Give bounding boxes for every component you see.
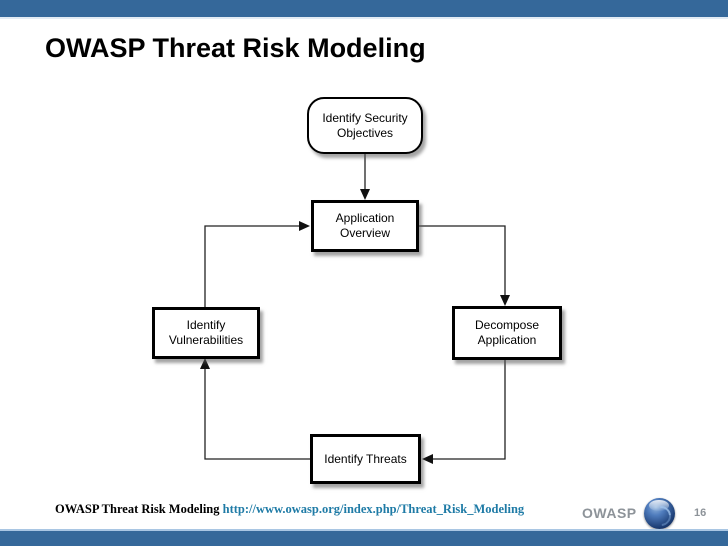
owasp-sphere-logo-icon <box>644 498 675 529</box>
node-identify-vulnerabilities: Identify Vulnerabilities <box>152 307 260 359</box>
bottom-bar <box>0 529 728 546</box>
node-label: Identify Security Objectives <box>322 110 408 140</box>
node-identify-security-objectives: Identify Security Objectives <box>307 97 423 154</box>
node-decompose-application: Decompose Application <box>452 306 562 360</box>
node-label: Identify Vulnerabilities <box>168 318 244 347</box>
node-label: Application Overview <box>335 211 395 240</box>
node-application-overview: Application Overview <box>311 200 419 252</box>
page-title: OWASP Threat Risk Modeling <box>45 33 426 63</box>
node-identify-threats: Identify Threats <box>310 434 421 484</box>
footer: OWASP Threat Risk Modeling http://www.ow… <box>55 502 535 517</box>
top-bar <box>0 0 728 19</box>
footer-reference-link[interactable]: http://www.owasp.org/index.php/Threat_Ri… <box>222 502 525 516</box>
brand-footer: OWASP 16 <box>580 498 710 530</box>
owasp-brand-text: OWASP <box>582 505 637 521</box>
slide-page-number: 16 <box>694 507 707 519</box>
node-label: Identify Threats <box>324 451 407 466</box>
node-label: Decompose Application <box>474 318 540 347</box>
footer-reference-label: OWASP Threat Risk Modeling <box>55 502 223 516</box>
